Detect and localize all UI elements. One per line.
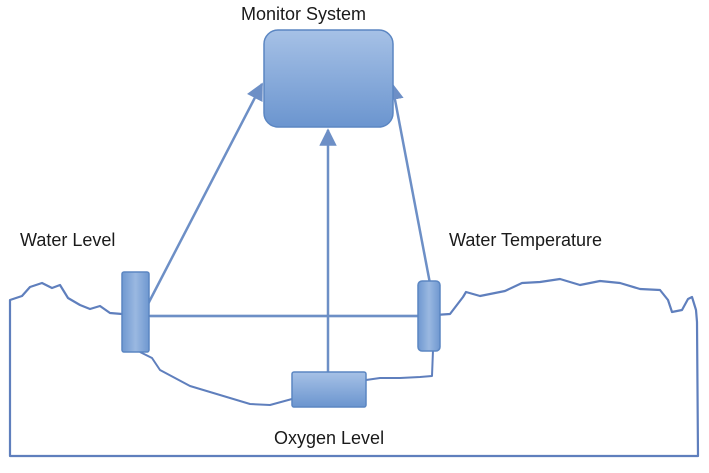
arrow-temperature-to-monitor [386,82,434,295]
water-level-label: Water Level [20,230,116,250]
water-body-outline [8,277,700,458]
oxygen-level-label: Oxygen Level [274,428,385,448]
water-temperature-sensor-node [417,280,441,352]
water-level-sensor-node [121,271,150,353]
monitor-system-node [263,29,394,128]
water-temperature-label: Water Temperature [449,230,603,250]
arrow-water-level-to-monitor [146,82,264,305]
monitor-system-label: Monitor System [241,4,367,24]
oxygen-level-sensor-node [291,371,367,408]
underwater-cable [139,349,434,406]
